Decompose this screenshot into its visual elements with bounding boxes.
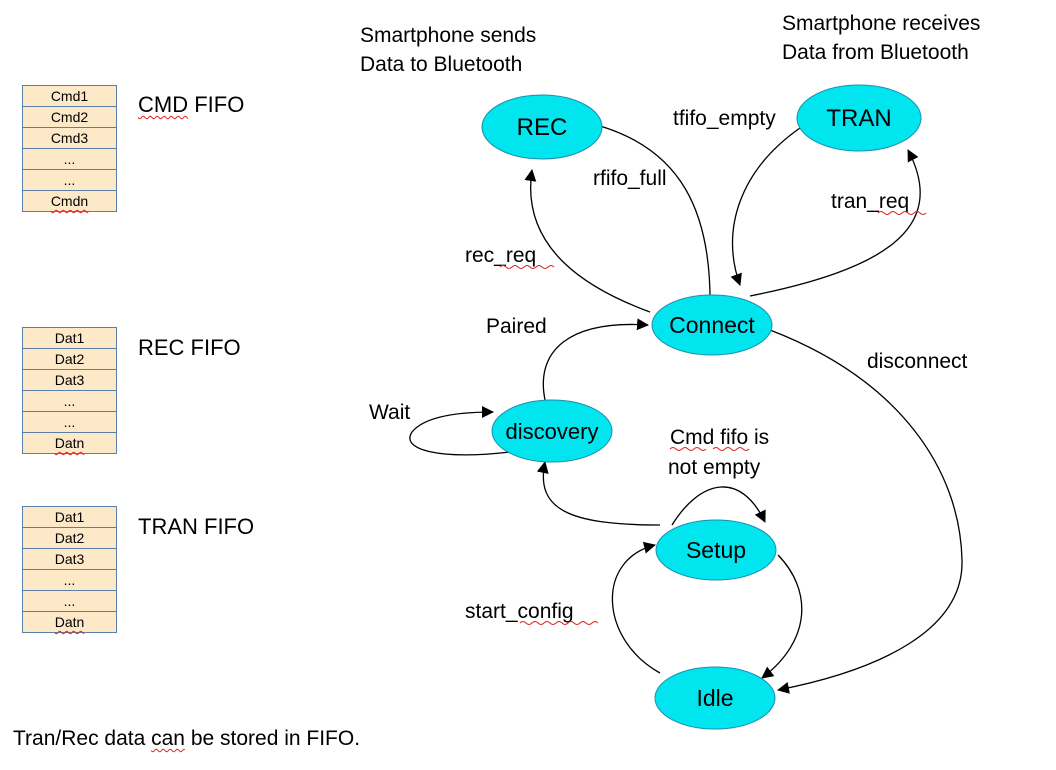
state-setup[interactable]: Setup bbox=[655, 519, 777, 581]
state-rec[interactable]: REC bbox=[481, 94, 603, 160]
cmd-fifo-cell-text: Cmdn bbox=[50, 193, 89, 209]
rec-description: Smartphone sends Data to Bluetooth bbox=[360, 21, 536, 79]
squiggle-rec-req bbox=[499, 265, 555, 269]
label-rfifo-full: rfifo_full bbox=[593, 167, 667, 190]
arrow-connect-to-idle bbox=[769, 329, 963, 694]
arrow-setup-to-discovery bbox=[536, 461, 661, 526]
tran-fifo-cell-text: Datn bbox=[54, 614, 85, 630]
tran-fifo-cell: Datn bbox=[22, 611, 117, 633]
rec-fifo-cell: Dat1 bbox=[22, 327, 117, 349]
rec-fifo-cell: Dat3 bbox=[22, 369, 117, 391]
rec-fifo-cell: Dat2 bbox=[22, 348, 117, 370]
arrow-rec-to-connect bbox=[599, 125, 717, 311]
label-tran-req: tran_req bbox=[831, 190, 909, 213]
arrow-tran-to-connect bbox=[730, 127, 801, 286]
state-tran[interactable]: TRAN bbox=[796, 84, 922, 152]
cmd-fifo-cell: Cmd2 bbox=[22, 106, 117, 128]
tran-fifo-cell: Dat1 bbox=[22, 506, 117, 528]
label-tfifo-empty: tfifo_empty bbox=[673, 107, 776, 130]
squiggle-start-config bbox=[519, 621, 599, 625]
state-setup-label: Setup bbox=[686, 537, 746, 563]
footer-note: Tran/Rec data can be stored in FIFO. bbox=[13, 724, 360, 753]
arrow-setup-to-idle bbox=[761, 554, 803, 679]
tran-fifo-cell: ... bbox=[22, 569, 117, 591]
label-disconnect: disconnect bbox=[867, 350, 968, 373]
tran-fifo-cell: Dat3 bbox=[22, 548, 117, 570]
state-discovery[interactable]: discovery bbox=[491, 399, 613, 463]
rec-fifo-cell: Datn bbox=[22, 432, 117, 454]
state-connect-label: Connect bbox=[669, 312, 755, 338]
squiggle-cmd bbox=[669, 447, 707, 451]
rec-fifo-cell-text: Datn bbox=[54, 435, 85, 451]
arrow-discovery-to-connect bbox=[542, 318, 649, 401]
state-idle[interactable]: Idle bbox=[654, 666, 776, 730]
arrow-setup-self-cmd bbox=[671, 486, 766, 526]
rec-description-line2: Data to Bluetooth bbox=[360, 53, 523, 76]
arrow-idle-to-setup bbox=[611, 541, 661, 674]
cmd-fifo-cell: Cmdn bbox=[22, 190, 117, 212]
cmd-fifo-cell: Cmd1 bbox=[22, 85, 117, 107]
rec-fifo-table: Dat1 Dat2 Dat3 ... ... Datn bbox=[22, 327, 117, 454]
rec-fifo-cell: ... bbox=[22, 390, 117, 412]
cmd-fifo-table: Cmd1 Cmd2 Cmd3 ... ... Cmdn bbox=[22, 85, 117, 212]
tran-fifo-cell: Dat2 bbox=[22, 527, 117, 549]
cmd-fifo-label-part1: CMD bbox=[138, 92, 189, 117]
cmd-fifo-cell: ... bbox=[22, 169, 117, 191]
tran-fifo-table: Dat1 Dat2 Dat3 ... ... Datn bbox=[22, 506, 117, 633]
rec-description-line1: Smartphone sends bbox=[360, 24, 537, 47]
state-tran-label: TRAN bbox=[826, 105, 891, 132]
label-start-config: start_config bbox=[465, 600, 574, 623]
arrow-connect-to-tran bbox=[749, 149, 921, 297]
state-rec-label: REC bbox=[517, 114, 568, 141]
footer-note-part3: be stored in FIFO. bbox=[184, 727, 361, 750]
tran-description-line1: Smartphone receives bbox=[782, 12, 981, 35]
squiggle-tran-req bbox=[877, 211, 927, 215]
arrow-connect-to-rec bbox=[524, 169, 651, 313]
footer-note-part1: Tran/Rec data bbox=[13, 727, 152, 750]
label-wait: Wait bbox=[369, 401, 410, 424]
cmd-fifo-label-part2: FIFO bbox=[188, 92, 245, 117]
cmd-fifo-cell: ... bbox=[22, 148, 117, 170]
state-idle-label: Idle bbox=[696, 685, 733, 711]
label-cmd-fifo-line2: not empty bbox=[668, 456, 761, 479]
arrow-discovery-self-wait bbox=[409, 406, 511, 456]
label-rec-req: rec_req bbox=[465, 244, 536, 267]
label-paired: Paired bbox=[486, 315, 547, 338]
footer-note-part2: can bbox=[151, 727, 185, 750]
cmd-fifo-cell: Cmd3 bbox=[22, 127, 117, 149]
label-cmd-fifo-line1: Cmd fifo is bbox=[670, 426, 769, 449]
state-connect[interactable]: Connect bbox=[651, 294, 773, 356]
squiggle-fifo bbox=[712, 447, 750, 451]
tran-fifo-label: TRAN FIFO bbox=[138, 514, 255, 539]
tran-description: Smartphone receives Data from Bluetooth bbox=[782, 9, 980, 67]
cmd-fifo-label: CMD FIFO bbox=[138, 92, 244, 118]
tran-description-line2: Data from Bluetooth bbox=[782, 41, 969, 64]
tran-fifo-cell: ... bbox=[22, 590, 117, 612]
rec-fifo-cell: ... bbox=[22, 411, 117, 433]
rec-fifo-label: REC FIFO bbox=[138, 335, 241, 360]
state-discovery-label: discovery bbox=[506, 419, 599, 444]
